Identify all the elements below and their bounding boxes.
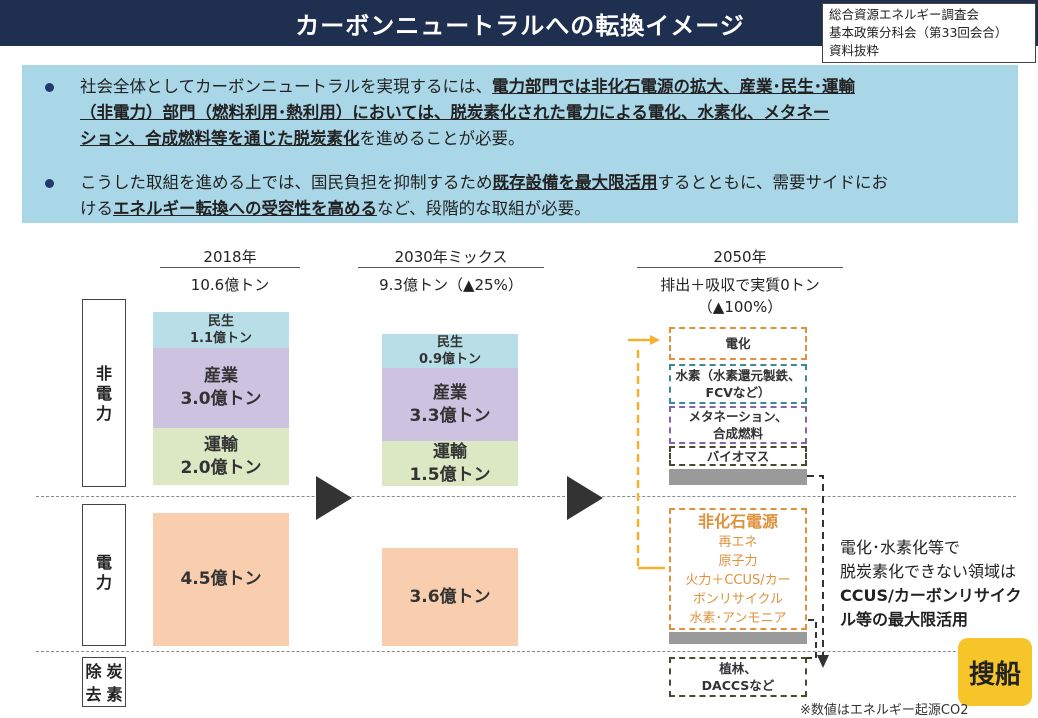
box-2050-removal: 植林、 DACCSなど xyxy=(669,657,807,697)
column-year-2050: 2050年 xyxy=(637,246,843,268)
box-2050-denka: 電化 xyxy=(669,327,807,360)
source-line: 総合資源エネルギー調査会 xyxy=(829,7,980,22)
row-label-non-power: 非 電 力 xyxy=(82,299,126,487)
bar-2018-power: 4.5億トン xyxy=(153,513,289,646)
summary-box xyxy=(22,65,1018,223)
residual-emission-bar xyxy=(669,469,807,485)
column-total-2050: 排出＋吸収で実質0トン xyxy=(660,276,820,294)
column-total-2018: 10.6億トン xyxy=(190,276,270,294)
connector-removal-2 xyxy=(798,619,817,659)
connector-removal xyxy=(807,475,829,668)
column-year-2018: 2018年 xyxy=(160,246,300,268)
connector-arrows xyxy=(628,335,665,570)
side-note: 電化･水素化等で 脱炭素化できない領域は CCUS/カーボンリサイク ル等の最大… xyxy=(840,538,1022,629)
residual-power-bar xyxy=(669,632,807,644)
column-reduction-2050: （▲100%） xyxy=(697,298,783,316)
arrow-right-icon xyxy=(316,476,352,520)
watermark-badge: 搜船 xyxy=(958,638,1032,706)
summary-bullet-2: こうした取組を進める上では、国民負担を抑制するため既存設備を最大限活用するととも… xyxy=(80,173,889,218)
bar-2018-unyu: 運輸 2.0億トン xyxy=(153,428,289,485)
box-2050-biomass: バイオマス xyxy=(669,446,807,466)
bullet-dot xyxy=(45,179,54,188)
box-2050-suiso: 水素（水素還元製鉄、 FCVなど） xyxy=(669,364,807,404)
bar-2030-sangyo: 産業 3.3億トン xyxy=(382,368,518,441)
column-year-2030: 2030年ミックス xyxy=(358,246,544,268)
row-label-removal: 除 炭 去 素 xyxy=(82,657,126,707)
row-divider xyxy=(36,651,1016,652)
row-label-power: 電 力 xyxy=(82,504,126,646)
bar-2018-sangyo: 産業 3.0億トン xyxy=(153,348,289,428)
page-title: カーボンニュートラルへの転換イメージ xyxy=(295,12,745,40)
bullet-dot xyxy=(45,83,54,92)
bar-2018-minsei: 民生 1.1億トン xyxy=(153,312,289,348)
source-line: 資料抜粋 xyxy=(829,43,880,58)
footnote: ※数値はエネルギー起源CO2 xyxy=(800,703,969,718)
bar-2030-unyu: 運輸 1.5億トン xyxy=(382,441,518,486)
source-line: 基本政策分科会（第33回会合） xyxy=(829,25,1008,40)
arrow-right-icon xyxy=(567,476,603,520)
box-2050-methanation: メタネーション、 合成燃料 xyxy=(669,406,807,444)
summary-bullet-1: 社会全体としてカーボンニュートラルを実現するには、電力部門では非化石電源の拡大、… xyxy=(80,77,856,148)
column-total-2030: 9.3億トン（▲25%） xyxy=(379,276,523,294)
box-2050-nonfossil: 非化石電源 再エネ 原子力 火力＋CCUS/カー ボンリサイクル 水素･アンモニ… xyxy=(669,508,807,630)
row-divider xyxy=(36,496,1016,497)
bar-2030-power: 3.6億トン xyxy=(382,548,518,646)
source-box: 総合資源エネルギー調査会 基本政策分科会（第33回会合） 資料抜粋 xyxy=(822,3,1036,63)
bar-2030-minsei: 民生 0.9億トン xyxy=(382,334,518,368)
